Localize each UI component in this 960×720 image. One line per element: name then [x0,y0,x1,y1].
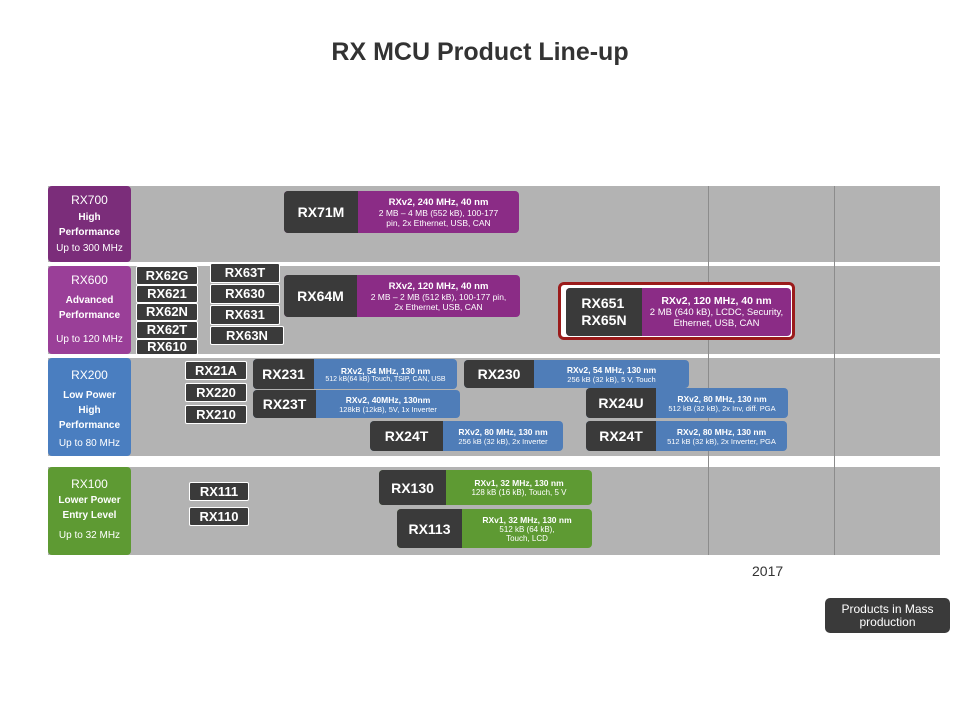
category-desc: Performance [58,227,121,238]
chip-rx631: RX631 [210,305,280,325]
category-desc: Performance [58,420,121,431]
product-rx113: RX113 RXv1, 32 MHz, 130 nm 512 kB (64 kB… [397,509,592,548]
timeline-line-next [834,186,835,555]
category-speed: Up to 32 MHz [58,530,121,541]
legend-mass-production: Products in Mass production [825,598,950,633]
chip-rx110: RX110 [189,507,249,526]
product-name: RX231 [253,359,314,389]
product-name: RX23T [253,390,316,418]
product-name: RX24T [586,421,656,451]
product-spec-head: RXv2, 240 MHz, 40 nm [388,196,489,208]
product-spec-detail: 256 kB (32 kB), 5 V, Touch [567,374,656,384]
product-rx651-rx65n: RX651 RX65N RXv2, 120 MHz, 40 nm 2 MB (6… [566,288,791,336]
product-spec-detail: 2 MB – 4 MB (552 kB), 100-177 [378,207,499,218]
category-desc: Entry Level [62,510,117,521]
product-name: RX24U [586,388,656,418]
product-rx231: RX231 RXv2, 54 MHz, 130 nm 512 kB(64 kB)… [253,359,457,389]
product-name: RX71M [284,191,358,233]
product-spec-head: RXv1, 32 MHz, 130 nm [474,478,564,488]
category-speed: Up to 300 MHz [56,243,123,254]
year-label: 2017 [752,563,784,579]
product-spec-head: RXv2, 54 MHz, 130 nm [340,365,431,376]
product-spec-detail: 2x Ethernet, USB, CAN [394,301,483,312]
product-spec-detail: 2 MB – 2 MB (512 kB), 100-177 pin, [370,291,507,302]
product-name: RX230 [464,360,534,388]
product-spec-detail: 128 kB (16 kB), Touch, 5 V [471,488,567,497]
product-spec-detail: 512 kB (32 kB), 2x Inv, diff. PGA [668,403,776,413]
product-spec-detail: pin, 2x Ethernet, USB, CAN [386,217,491,228]
product-name: RX24T [370,421,443,451]
chip-rx21a: RX21A [185,361,247,380]
category-rx700: RX700 High Performance Up to 300 MHz [48,186,131,262]
product-spec-detail: 512 kB(64 kB) Touch, TSIP, CAN, USB [325,375,446,383]
product-spec-head: RXv2, 40MHz, 130nm [345,394,431,405]
product-name: RX113 [397,509,462,548]
product-spec-detail: Ethernet, USB, CAN [673,318,760,329]
product-rx130: RX130 RXv1, 32 MHz, 130 nm 128 kB (16 kB… [379,470,592,505]
product-spec-detail: 512 kB (64 kB), [499,524,555,534]
category-desc: High [78,405,101,416]
product-rx230: RX230 RXv2, 54 MHz, 130 nm 256 kB (32 kB… [464,360,689,388]
category-desc: Advanced [65,295,114,306]
category-desc: Low Power [63,390,116,401]
product-spec-detail: Touch, LCD [506,533,548,543]
category-desc: High [78,212,101,223]
page-title: RX MCU Product Line-up [331,38,629,66]
product-spec-head: RXv2, 80 MHz, 130 nm [458,426,548,437]
category-rx600: RX600 Advanced Performance Up to 120 MHz [48,266,131,354]
product-rx64m: RX64M RXv2, 120 MHz, 40 nm 2 MB – 2 MB (… [284,275,520,317]
chip-rx62t: RX62T [136,321,198,339]
timeline-line-2017 [708,186,709,555]
product-spec-head: RXv2, 80 MHz, 130 nm [676,426,767,437]
product-name: RX64M [284,275,357,317]
category-name: RX100 [71,477,108,491]
chip-rx62n: RX62N [136,303,198,321]
chip-rx621: RX621 [136,285,198,303]
chip-rx210: RX210 [185,405,247,424]
category-speed: Up to 80 MHz [58,438,121,449]
product-rx24t-2: RX24T RXv2, 80 MHz, 130 nm 512 kB (32 kB… [586,421,787,451]
chip-rx63t: RX63T [210,263,280,283]
product-spec-detail: 256 kB (32 kB), 2x Inverter [458,436,548,446]
category-name: RX700 [71,193,108,207]
product-rx24u: RX24U RXv2, 80 MHz, 130 nm 512 kB (32 kB… [586,388,788,418]
legend-label: Products in Mass production [841,601,934,629]
category-desc: Performance [58,310,121,321]
product-spec-head: RXv1, 32 MHz, 130 nm [482,514,572,525]
chip-rx220: RX220 [185,383,247,402]
product-rx23t: RX23T RXv2, 40MHz, 130nm 128kB (12kB), 5… [253,390,460,418]
category-rx200: RX200 Low Power High Performance Up to 8… [48,358,131,456]
product-rx71m: RX71M RXv2, 240 MHz, 40 nm 2 MB – 4 MB (… [284,191,519,233]
category-speed: Up to 120 MHz [56,334,123,345]
category-rx100: RX100 Lower Power Entry Level Up to 32 M… [48,467,131,555]
product-spec-head: RXv2, 54 MHz, 130 nm [566,364,657,375]
product-name: RX651 RX65N [566,288,642,336]
chip-rx111: RX111 [189,482,249,501]
product-spec-head: RXv2, 80 MHz, 130 nm [677,393,767,404]
chip-rx610: RX610 [136,339,198,355]
chip-rx630: RX630 [210,284,280,304]
product-spec-detail: 128kB (12kB), 5V, 1x Inverter [339,404,437,414]
product-spec-detail: 2 MB (640 kB), LCDC, Security, [649,307,784,318]
chip-rx63n: RX63N [210,326,284,345]
category-desc: Lower Power [58,495,121,506]
product-spec-detail: 512 kB (32 kB), 2x Inverter, PGA [667,436,776,446]
product-name: RX130 [379,470,446,505]
product-spec-head: RXv2, 120 MHz, 40 nm [661,295,772,307]
chip-rx62g: RX62G [136,266,198,285]
category-name: RX200 [71,368,108,382]
product-rx24t: RX24T RXv2, 80 MHz, 130 nm 256 kB (32 kB… [370,421,563,451]
product-spec-head: RXv2, 120 MHz, 40 nm [388,280,489,292]
category-name: RX600 [71,273,108,287]
